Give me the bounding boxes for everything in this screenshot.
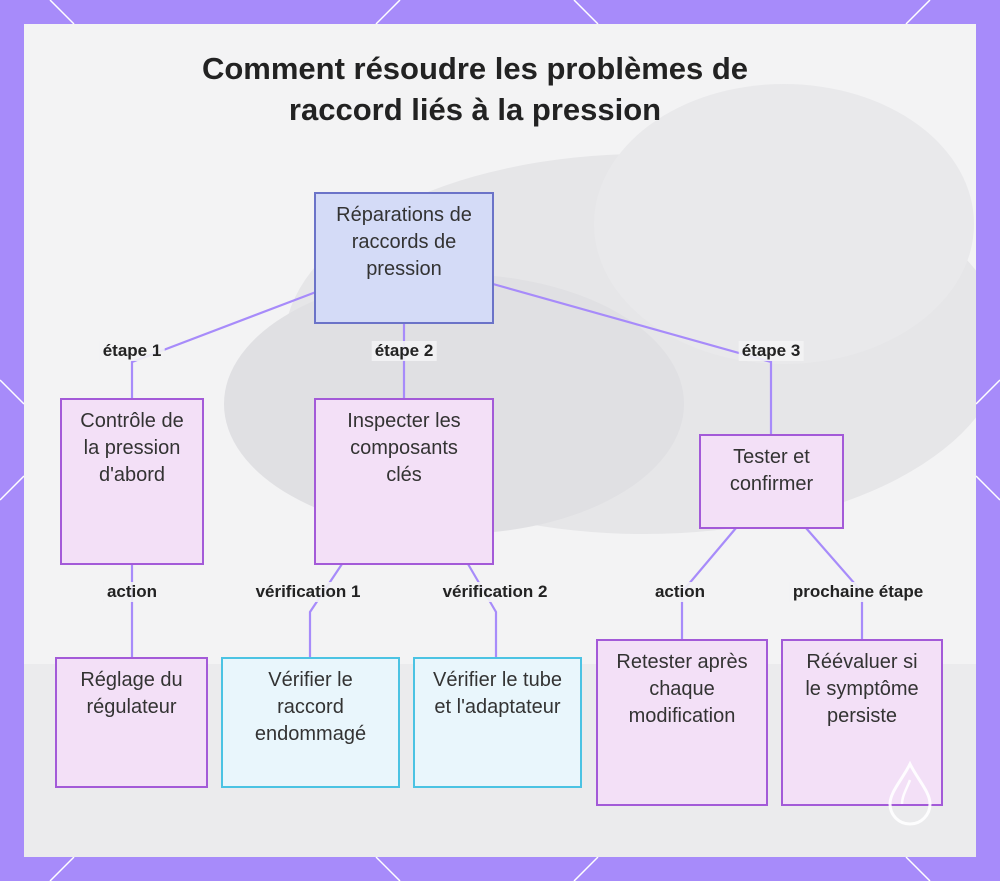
edge-label-action2: action [651, 582, 709, 602]
edge-step2-check1 [308, 562, 344, 659]
node-retest: Retester après chaque modification [596, 639, 768, 806]
edge-step2-check2 [466, 562, 498, 659]
node-regulator: Réglage du régulateur [55, 657, 208, 788]
edge-label-step3: étape 3 [738, 341, 804, 361]
watermark-drop-icon [888, 760, 932, 826]
edge-label-verif1: vérification 1 [252, 582, 364, 602]
node-pressure-check: Contrôle de la pression d'abord [60, 398, 204, 565]
node-check-tube: Vérifier le tube et l'adaptateur [413, 657, 582, 788]
edge-label-step1: étape 1 [99, 341, 165, 361]
edge-root-step1 [130, 290, 318, 400]
diagram-title: Comment résoudre les problèmes de raccor… [201, 51, 749, 127]
edge-label-action1: action [103, 582, 161, 602]
edge-label-step2: étape 2 [371, 341, 437, 361]
node-test: Tester et confirmer [699, 434, 844, 529]
edge-root-step3 [491, 282, 773, 436]
edge-label-verif2: vérification 2 [439, 582, 551, 602]
node-reevaluate: Réévaluer si le symptôme persiste [781, 639, 943, 806]
node-inspect: Inspecter les composants clés [314, 398, 494, 565]
node-check-fitting: Vérifier le raccord endommagé [221, 657, 400, 788]
node-root: Réparations de raccords de pression [314, 192, 494, 324]
edge-label-next-step: prochaine étape [789, 582, 927, 602]
